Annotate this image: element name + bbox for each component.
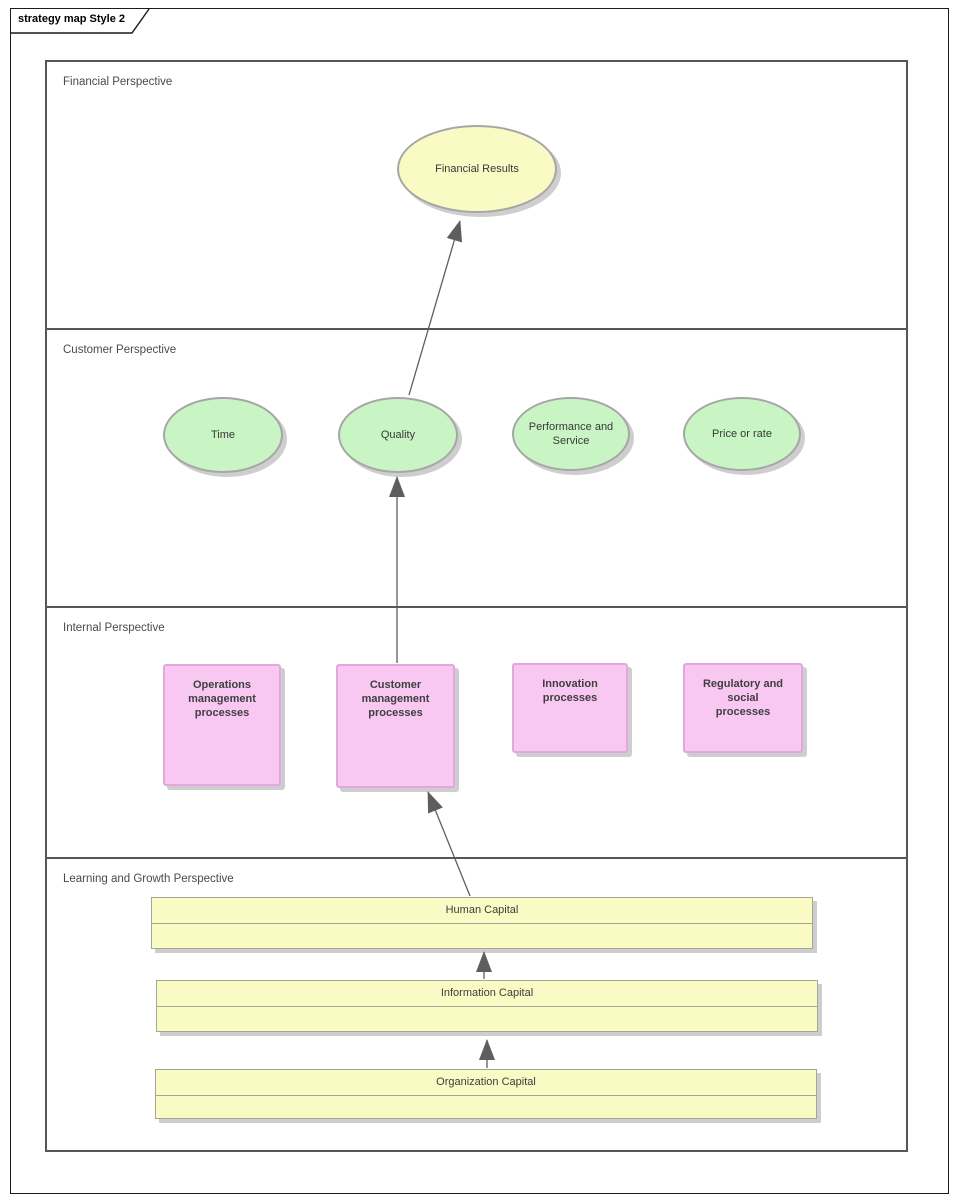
node-regulatory-and-social-processes[interactable]: Regulatory and social processes bbox=[683, 663, 803, 753]
node-label: Regulatory and social processes bbox=[702, 678, 784, 718]
bar-empty-compartment bbox=[152, 924, 812, 948]
node-label: Customer management processes bbox=[361, 679, 430, 719]
node-label: Quality bbox=[380, 429, 416, 441]
node-price-or-rate[interactable]: Price or rate bbox=[683, 397, 801, 471]
node-label: Time bbox=[210, 429, 236, 441]
lane-label: Learning and Growth Perspective bbox=[63, 873, 234, 885]
node-financial-results[interactable]: Financial Results bbox=[397, 125, 557, 213]
node-customer-management-processes[interactable]: Customer management processes bbox=[336, 664, 455, 788]
lane-learning-growth-perspective[interactable]: Learning and Growth Perspective bbox=[47, 857, 906, 1154]
node-label: Organization Capital bbox=[156, 1070, 816, 1096]
node-label: Performance and Service bbox=[528, 421, 614, 447]
bar-empty-compartment bbox=[157, 1007, 817, 1031]
diagram-tab-title: strategy map Style 2 bbox=[18, 13, 125, 25]
node-label: Human Capital bbox=[152, 898, 812, 924]
node-operations-management-processes[interactable]: Operations management processes bbox=[163, 664, 281, 786]
lane-customer-perspective[interactable]: Customer Perspective bbox=[47, 328, 906, 606]
lane-label: Financial Perspective bbox=[63, 76, 173, 88]
node-innovation-processes[interactable]: Innovation processes bbox=[512, 663, 628, 753]
node-human-capital[interactable]: Human Capital bbox=[151, 897, 813, 949]
node-label: Information Capital bbox=[157, 981, 817, 1007]
lane-label: Internal Perspective bbox=[63, 622, 165, 634]
node-performance-and-service[interactable]: Performance and Service bbox=[512, 397, 630, 471]
node-information-capital[interactable]: Information Capital bbox=[156, 980, 818, 1032]
node-label: Price or rate bbox=[712, 428, 772, 440]
lane-internal-perspective[interactable]: Internal Perspective bbox=[47, 606, 906, 857]
lane-financial-perspective[interactable]: Financial Perspective bbox=[47, 62, 906, 328]
node-time[interactable]: Time bbox=[163, 397, 283, 473]
node-label: Operations management processes bbox=[188, 679, 256, 719]
bar-empty-compartment bbox=[156, 1096, 816, 1120]
node-organization-capital[interactable]: Organization Capital bbox=[155, 1069, 817, 1119]
node-label: Financial Results bbox=[435, 163, 519, 175]
node-label: Innovation processes bbox=[542, 678, 598, 704]
node-quality[interactable]: Quality bbox=[338, 397, 458, 473]
lane-label: Customer Perspective bbox=[63, 344, 177, 356]
